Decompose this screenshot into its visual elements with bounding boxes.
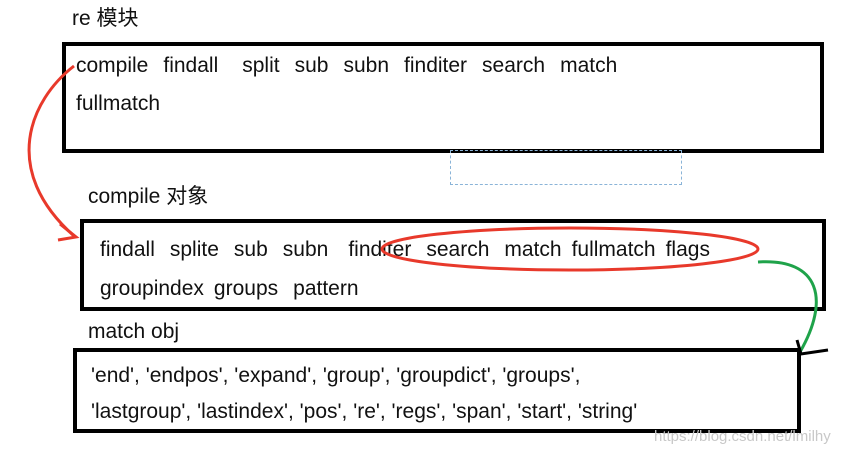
item: groupindex bbox=[100, 277, 204, 300]
item: finditer bbox=[348, 238, 412, 261]
re-module-row2: fullmatch bbox=[76, 92, 175, 116]
match-obj-title: match obj bbox=[88, 320, 180, 343]
black-tick bbox=[795, 339, 829, 356]
re-module-box bbox=[62, 42, 824, 153]
item: findall bbox=[100, 238, 155, 261]
item: flags bbox=[665, 238, 710, 261]
compile-object-row2: groupindex groups pattern bbox=[100, 277, 374, 301]
item: findall bbox=[163, 54, 219, 77]
item: subn bbox=[282, 238, 329, 261]
selection-box[interactable] bbox=[450, 150, 682, 185]
re-module-title: re 模块 bbox=[72, 7, 139, 30]
item: compile bbox=[76, 54, 149, 77]
watermark: https://blog.csdn.net/lmilhy bbox=[654, 428, 831, 445]
item: fullmatch bbox=[76, 92, 161, 115]
item: sub bbox=[233, 238, 268, 261]
item: match bbox=[504, 238, 562, 261]
item: splite bbox=[169, 238, 219, 261]
item: fullmatch bbox=[571, 238, 656, 261]
item: split bbox=[242, 54, 280, 77]
item: groups bbox=[213, 277, 279, 300]
red-arrow bbox=[27, 64, 75, 238]
item: sub bbox=[294, 54, 329, 77]
compile-object-box bbox=[80, 219, 826, 311]
item: pattern bbox=[293, 277, 359, 300]
compile-object-title: compile 对象 bbox=[88, 185, 209, 208]
red-highlight-ellipse bbox=[380, 226, 760, 272]
item: subn bbox=[343, 54, 390, 77]
green-arrow bbox=[757, 260, 818, 353]
match-obj-box bbox=[73, 348, 801, 433]
item: search bbox=[482, 54, 546, 77]
red-arrowhead bbox=[57, 222, 80, 242]
item: match bbox=[560, 54, 618, 77]
match-obj-line2: 'lastgroup', 'lastindex', 'pos', 're', '… bbox=[91, 400, 638, 423]
item: search bbox=[426, 238, 490, 261]
item: finditer bbox=[404, 54, 468, 77]
match-obj-line1: 'end', 'endpos', 'expand', 'group', 'gro… bbox=[91, 364, 581, 387]
